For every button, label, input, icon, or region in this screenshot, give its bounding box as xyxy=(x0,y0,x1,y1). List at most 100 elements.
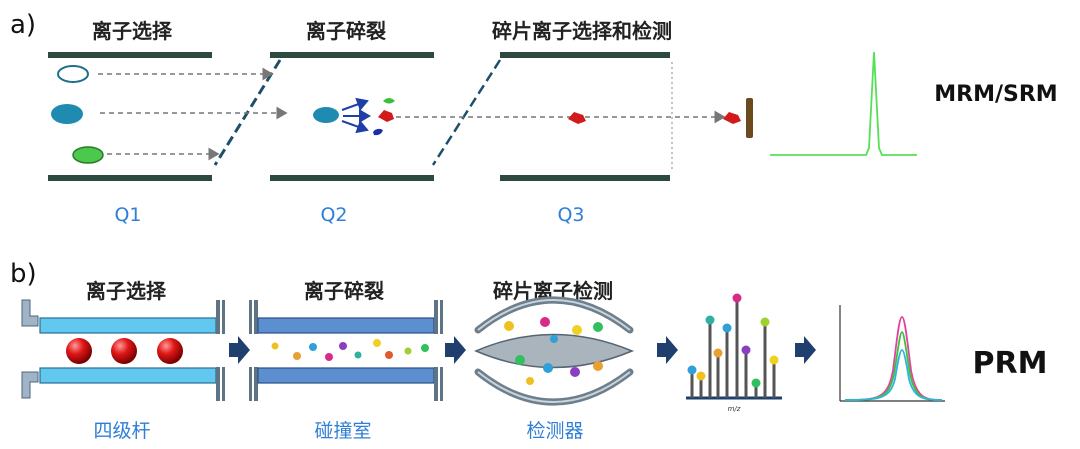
panel-a-stage-3-caption: Q3 xyxy=(557,204,584,226)
spectrum-bead xyxy=(732,293,742,303)
collision-cell-end-plate-3 xyxy=(249,367,252,401)
q2-top-electrode xyxy=(270,52,434,58)
fragment-arrow-up xyxy=(341,97,369,111)
spectrum-bead xyxy=(696,371,706,381)
panel-a-stage-2-caption: Q2 xyxy=(320,204,347,226)
orbiting-ion xyxy=(504,321,514,331)
fragment-bead xyxy=(385,351,393,359)
chromatogram-trace-cyan xyxy=(844,349,943,401)
q1-top-electrode xyxy=(48,52,212,58)
mass-spectrum: m/z xyxy=(686,293,782,413)
collision-cell-top-rod xyxy=(257,317,435,334)
orbiting-ion xyxy=(570,367,580,377)
spectrum-bead xyxy=(722,323,732,333)
spectrum-bead xyxy=(741,345,751,355)
chromatogram-trace-magenta xyxy=(844,316,943,401)
prm-chromatogram xyxy=(839,305,945,402)
fragment-bead xyxy=(293,352,301,360)
spectrum-bead xyxy=(705,315,715,325)
quadrupole-bottom-rod xyxy=(39,367,217,384)
orbiting-ion xyxy=(543,363,553,373)
selected-ion-ball-1 xyxy=(66,338,92,364)
panel-a-stage-2-title: 离子碎裂 xyxy=(306,19,386,43)
panel-a-label: a) xyxy=(10,10,36,40)
detector-plate xyxy=(746,98,753,138)
fragment-bead xyxy=(325,353,333,361)
ion-open xyxy=(57,65,89,83)
fragment-bead xyxy=(354,351,362,359)
spectrum-bead xyxy=(687,365,697,375)
panel-b-stage-2-title: 离子碎裂 xyxy=(304,279,384,303)
spectrum-bead xyxy=(769,355,779,365)
collision-cell xyxy=(249,300,443,401)
fragment-bead xyxy=(309,343,317,351)
orbiting-ion xyxy=(540,317,550,327)
panel-b-stage-1-title: 离子选择 xyxy=(86,279,167,303)
collision-cell-end-plate-5 xyxy=(434,300,438,334)
ion-green xyxy=(72,146,104,164)
fragment-blue xyxy=(373,128,383,136)
panel-a-stage-3-title: 碎片离子选择和检测 xyxy=(492,19,672,43)
orbiting-ion xyxy=(593,322,603,332)
collision-cell-end-plate-4 xyxy=(254,367,258,401)
precursor-ion-teal xyxy=(313,107,339,123)
flow-arrow-3 xyxy=(657,336,678,364)
fragment-red-detector xyxy=(723,112,741,124)
orbiting-ion xyxy=(550,335,558,343)
spectrum-axis-label: m/z xyxy=(728,405,741,413)
q2-bottom-electrode xyxy=(270,175,434,181)
mrm-peak-trace xyxy=(770,51,917,156)
panel-b-label: b) xyxy=(10,259,37,289)
panel-a-method-label: MRM/SRM xyxy=(934,82,1057,107)
panel-b-stage-1-caption: 四级杆 xyxy=(93,420,150,442)
fragment-bead xyxy=(271,342,279,350)
quadrupole-inlet-bottom xyxy=(21,371,39,399)
panel-a: a) 离子选择 离子碎裂 碎片离子选择和检测 xyxy=(10,10,1058,226)
quadrupole xyxy=(21,299,225,401)
fragment-bead xyxy=(404,347,412,355)
fragment-arrow-down xyxy=(341,120,369,134)
orbiting-ion xyxy=(515,355,525,365)
quadrupole-end-plate-3 xyxy=(216,367,220,401)
quadrupole-end-plate-2 xyxy=(222,300,225,334)
orbiting-ion xyxy=(572,325,582,335)
spectrum-bead xyxy=(751,378,761,388)
quadrupole-end-plate-1 xyxy=(216,300,220,334)
quadrupole-top-rod xyxy=(39,317,217,334)
panel-a-stage-1-caption: Q1 xyxy=(114,204,141,226)
orbiting-ion xyxy=(593,361,603,371)
q3-bottom-electrode xyxy=(500,175,670,181)
collision-cell-end-plate-6 xyxy=(440,300,443,334)
orbiting-ion xyxy=(526,377,534,385)
collision-cell-end-plate-1 xyxy=(249,300,252,334)
collision-cell-end-plate-7 xyxy=(434,367,438,401)
flow-arrow-4 xyxy=(795,336,816,364)
fragment-bead xyxy=(373,339,381,347)
fragment-red xyxy=(378,110,394,122)
detector-analyzer xyxy=(474,296,634,406)
fragment-bead xyxy=(339,342,347,350)
collision-cell-bottom-rod xyxy=(257,367,435,384)
ion-teal xyxy=(51,104,83,124)
flow-arrow-2 xyxy=(445,336,466,364)
q1-bottom-electrode xyxy=(48,175,212,181)
panel-b-stage-2-caption: 碰撞室 xyxy=(314,420,371,442)
selected-ion-ball-3 xyxy=(157,338,183,364)
selected-ion-ball-2 xyxy=(111,338,137,364)
collision-cell-end-plate-8 xyxy=(440,367,443,401)
fragment-red-q3 xyxy=(568,112,586,124)
analyzer-central-spindle xyxy=(474,333,634,369)
q2-q3-diagonal-boundary xyxy=(431,59,502,166)
fragment-bead xyxy=(421,344,429,352)
fragment-green xyxy=(383,98,395,104)
spectrum-bead xyxy=(760,317,770,327)
panel-b: b) 离子选择 离子碎裂 碎片离子检测 xyxy=(10,259,1047,442)
panel-b-method-label: PRM xyxy=(973,346,1048,381)
chromatogram-trace-green xyxy=(844,331,943,401)
q3-top-electrode xyxy=(500,52,670,58)
panel-a-stage-1-title: 离子选择 xyxy=(92,19,173,43)
quadrupole-inlet-top xyxy=(21,299,39,327)
analyzer-outer-bottom-highlight xyxy=(477,371,631,403)
quadrupole-end-plate-4 xyxy=(222,367,225,401)
